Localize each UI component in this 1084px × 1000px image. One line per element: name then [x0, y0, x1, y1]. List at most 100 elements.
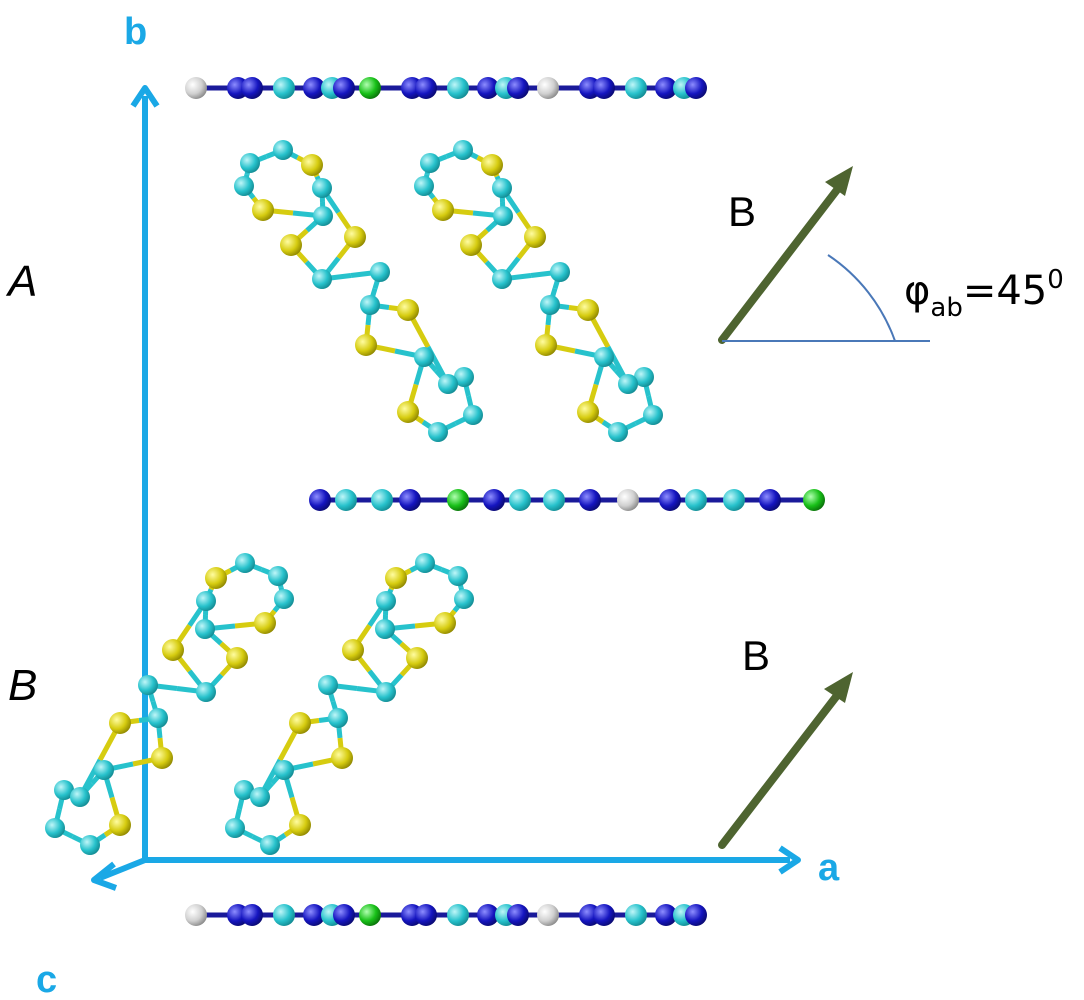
upper-vector-arrowhead	[825, 166, 853, 196]
nitrogen-atom	[477, 77, 499, 99]
a-axis-arrowhead	[778, 845, 801, 875]
carbon-atom	[312, 269, 332, 289]
carbon-atom	[540, 295, 560, 315]
nitrogen-atom	[333, 77, 355, 99]
nitrogen-atom	[303, 77, 325, 99]
nitrogen-atom	[309, 489, 331, 511]
sulfur-atom	[385, 567, 407, 589]
hydrogen-atom	[537, 77, 559, 99]
anion-chain-middle	[309, 489, 825, 511]
carbon-atom	[234, 780, 254, 800]
c-axis-arrowhead	[91, 861, 118, 891]
nitrogen-atom	[477, 904, 499, 926]
nitrogen-atom	[241, 77, 263, 99]
carbon-atom	[493, 206, 513, 226]
sulfur-atom	[355, 334, 377, 356]
carbon-atom	[685, 489, 707, 511]
carbon-atom	[260, 835, 280, 855]
carbon-atom	[723, 489, 745, 511]
carbon-atom	[328, 708, 348, 728]
upper-vector-arrow	[718, 178, 847, 344]
sulfur-atom	[254, 612, 276, 634]
sulfur-atom	[109, 712, 131, 734]
chlorine-atom	[447, 489, 469, 511]
donor-molecule-b1	[45, 553, 294, 855]
sulfur-atom	[434, 612, 456, 634]
nitrogen-atom	[593, 77, 615, 99]
anion-chain-bottom	[185, 904, 707, 926]
carbon-atom	[618, 374, 638, 394]
carbon-atom	[643, 405, 663, 425]
carbon-atom	[447, 77, 469, 99]
carbon-atom	[225, 818, 245, 838]
carbon-atom	[313, 206, 333, 226]
chlorine-atom	[359, 77, 381, 99]
sulfur-atom	[109, 814, 131, 836]
sulfur-atom	[301, 154, 323, 176]
carbon-atom	[54, 780, 74, 800]
sulfur-atom	[342, 639, 364, 661]
sulfur-atom	[151, 747, 173, 769]
nitrogen-atom	[685, 77, 707, 99]
carbon-atom	[273, 904, 295, 926]
carbon-atom	[447, 904, 469, 926]
carbon-atom	[240, 153, 260, 173]
nitrogen-atom	[241, 904, 263, 926]
donor-molecule-a1	[234, 140, 483, 442]
donor-molecule-a2	[414, 140, 663, 442]
carbon-atom	[148, 708, 168, 728]
sulfur-atom	[280, 234, 302, 256]
carbon-atom	[625, 904, 647, 926]
hydrogen-atom	[537, 904, 559, 926]
sulfur-atom	[460, 234, 482, 256]
carbon-atom	[268, 566, 288, 586]
carbon-atom	[509, 489, 531, 511]
carbon-atom	[420, 153, 440, 173]
nitrogen-atom	[303, 904, 325, 926]
nitrogen-atom	[685, 904, 707, 926]
carbon-atom	[454, 367, 474, 387]
chlorine-atom	[803, 489, 825, 511]
anion-chains	[185, 77, 825, 926]
carbon-atom	[428, 422, 448, 442]
nitrogen-atom	[593, 904, 615, 926]
carbon-atom	[80, 835, 100, 855]
carbon-atom	[438, 374, 458, 394]
carbon-atom	[312, 178, 332, 198]
carbon-atom	[335, 489, 357, 511]
nitrogen-atom	[333, 904, 355, 926]
carbon-atom	[448, 566, 468, 586]
carbon-atom	[70, 787, 90, 807]
carbon-atom	[235, 553, 255, 573]
carbon-atom	[234, 176, 254, 196]
sulfur-atom	[397, 401, 419, 423]
carbon-atom	[250, 787, 270, 807]
sulfur-atom	[481, 154, 503, 176]
carbon-atom	[273, 140, 293, 160]
sulfur-atom	[252, 199, 274, 221]
hydrogen-atom	[185, 904, 207, 926]
carbon-atom	[415, 553, 435, 573]
hydrogen-atom	[617, 489, 639, 511]
nitrogen-atom	[659, 489, 681, 511]
carbon-atom	[550, 262, 570, 282]
anion-chain-top	[185, 77, 707, 99]
axis-system: b a c	[36, 11, 840, 1000]
sulfur-atom	[289, 814, 311, 836]
nitrogen-atom	[415, 904, 437, 926]
sulfur-atom	[226, 647, 248, 669]
nitrogen-atom	[415, 77, 437, 99]
carbon-atom	[492, 269, 512, 289]
lower-vector-label: B	[742, 632, 770, 679]
nitrogen-atom	[399, 489, 421, 511]
carbon-atom	[196, 591, 216, 611]
chlorine-atom	[359, 904, 381, 926]
lower-vector-arrowhead	[824, 672, 853, 703]
nitrogen-atom	[579, 489, 601, 511]
sulfur-atom	[205, 567, 227, 589]
carbon-atom	[94, 760, 114, 780]
sulfur-atom	[397, 299, 419, 321]
sulfur-atom	[432, 199, 454, 221]
carbon-atom	[625, 77, 647, 99]
carbon-atom	[274, 589, 294, 609]
